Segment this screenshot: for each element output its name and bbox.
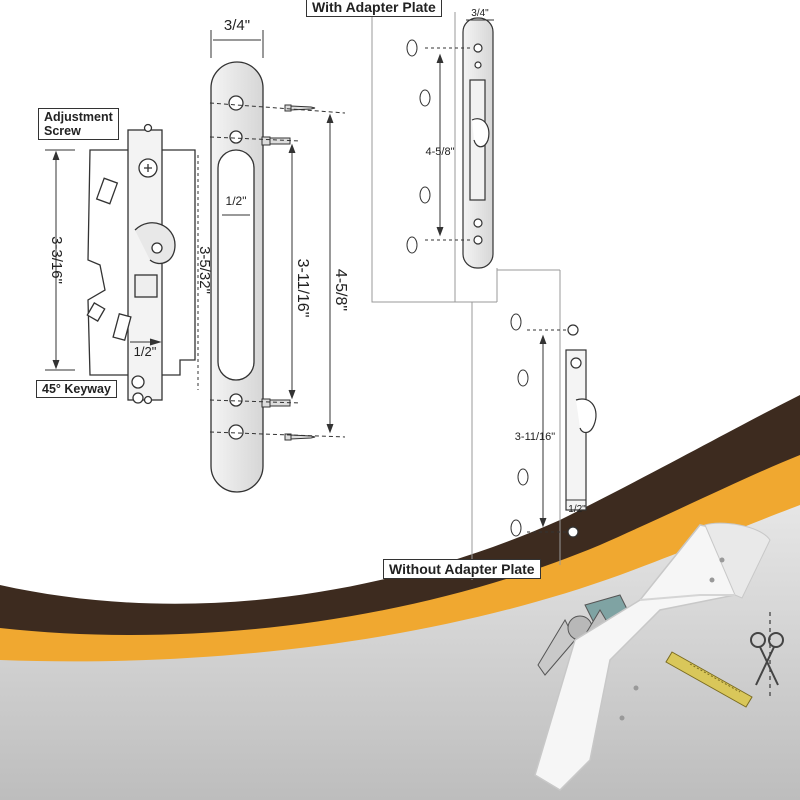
slot-height-dim: 3-5/32" — [196, 246, 213, 294]
faceplate — [210, 61, 264, 493]
lock-body-height-dim: 3-3/16" — [48, 236, 65, 284]
keyway-label: 45° Keyway — [36, 380, 117, 398]
with-adapter-plate-panel — [371, 12, 497, 303]
bare-lock-hardware — [565, 324, 597, 538]
faceplate-width-dim: 3/4" — [224, 17, 250, 34]
without-plate-dim-lines — [527, 329, 586, 533]
bare-screw-span-dim: 3-11/16" — [515, 431, 555, 443]
without-adapter-plate-title: Without Adapter Plate — [383, 559, 541, 579]
scissors-icon — [750, 612, 784, 700]
faceplate-dimension-lines — [210, 30, 264, 216]
with-adapter-plate-title: With Adapter Plate — [306, 0, 442, 17]
plate-width-dim: 3/4" — [471, 8, 489, 19]
lock-body — [86, 123, 196, 405]
with-plate-holes — [406, 39, 431, 254]
with-plate-dim-lines — [425, 19, 494, 241]
screw-dimension-lines — [209, 102, 346, 438]
without-plate-holes — [510, 313, 529, 537]
outer-screw-span-dim: 4-5/8" — [332, 269, 349, 311]
adapter-plate-hardware — [462, 17, 494, 269]
slot-width-dim: 1/2" — [226, 194, 247, 208]
inner-screw-span-dim: 3-11/16" — [294, 259, 311, 318]
tailpiece — [665, 651, 753, 708]
plate-screw-span-dim: 4-5/8" — [426, 146, 455, 158]
without-adapter-plate-panel — [471, 268, 561, 580]
bare-latch-dim: 1/2" — [568, 504, 586, 515]
handle-product — [534, 522, 771, 791]
latch-offset-dim: 1/2" — [134, 344, 157, 359]
lock-dimension-lines — [45, 149, 199, 390]
adjustment-screw-label: Adjustment Screw — [38, 108, 119, 140]
